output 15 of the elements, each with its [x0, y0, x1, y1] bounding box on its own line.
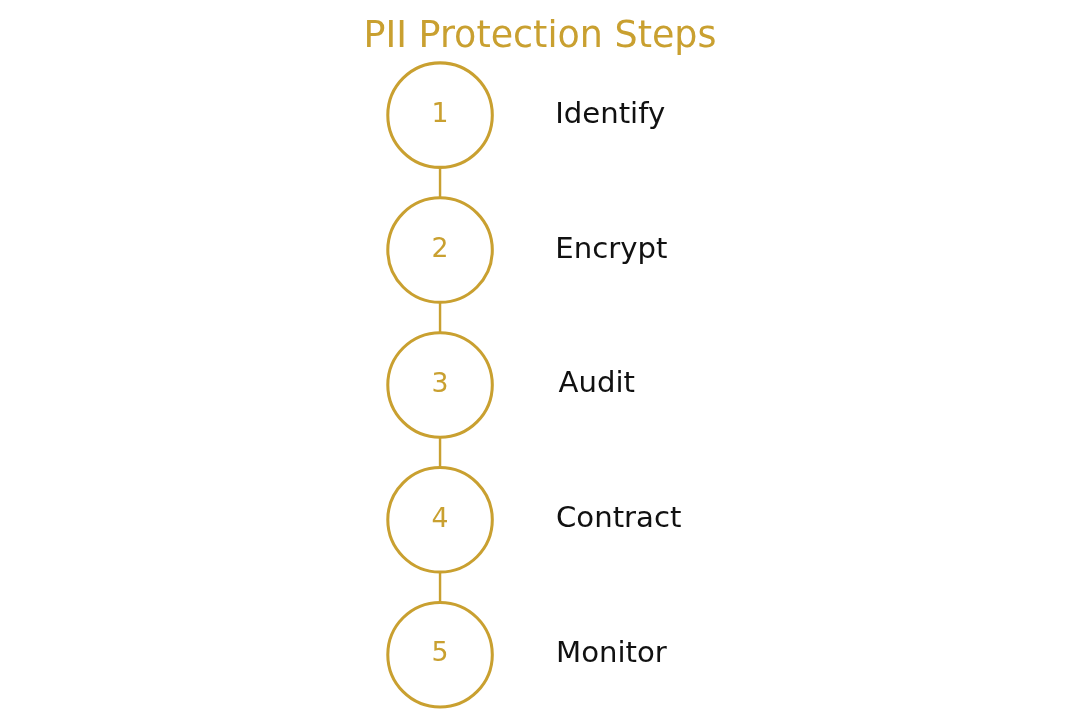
connector — [438, 572, 442, 603]
connector — [438, 302, 442, 333]
node-label: Identify — [555, 95, 666, 130]
diagram-title: PII Protection Steps — [363, 13, 717, 57]
node-label: Encrypt — [555, 230, 668, 265]
node-circle: 1 — [386, 61, 494, 169]
connector — [438, 167, 442, 198]
node-circle: 3 — [386, 331, 494, 439]
node-label: Monitor — [555, 635, 667, 670]
node-label: Audit — [558, 365, 636, 400]
node-circle: 4 — [386, 466, 494, 574]
connector — [438, 437, 442, 468]
node-circle: 5 — [386, 600, 494, 709]
node-circle: 2 — [386, 196, 494, 304]
node-label: Contract — [555, 500, 682, 535]
